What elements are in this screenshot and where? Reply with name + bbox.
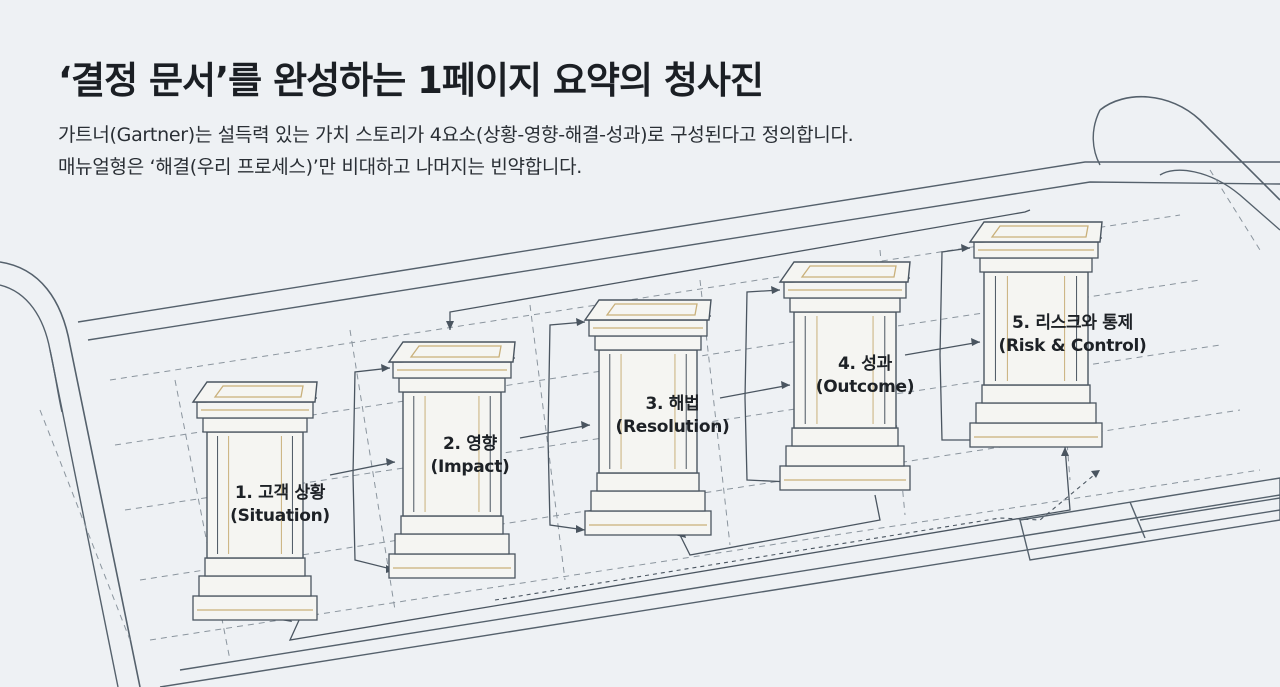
pillar-situation xyxy=(191,381,318,621)
page-title: ‘결정 문서’를 완성하는 1페이지 요약의 청사진 xyxy=(58,59,764,102)
description-line-1: 가트너(Gartner)는 설득력 있는 가치 스토리가 4요소(상황-영향-해… xyxy=(58,124,854,146)
description-line-2: 매뉴얼형은 ‘해결(우리 프로세스)’만 비대하고 나머지는 빈약합니다. xyxy=(58,156,583,178)
pillar-label-outcome: 4. 성과(Outcome) xyxy=(815,354,915,397)
pillar-label-situation: 1. 고객 상황(Situation) xyxy=(230,483,330,526)
pillar-outcome xyxy=(778,261,911,491)
pillar-label-risk-control: 5. 리스크와 통제(Risk & Control) xyxy=(998,313,1147,356)
pillar-risk-control xyxy=(968,221,1103,448)
pillar-label-resolution: 3. 해법(Resolution) xyxy=(615,394,730,437)
pillar-resolution xyxy=(583,299,712,536)
pillar-impact xyxy=(387,341,516,579)
pillar-label-impact: 2. 영향(Impact) xyxy=(430,434,510,477)
